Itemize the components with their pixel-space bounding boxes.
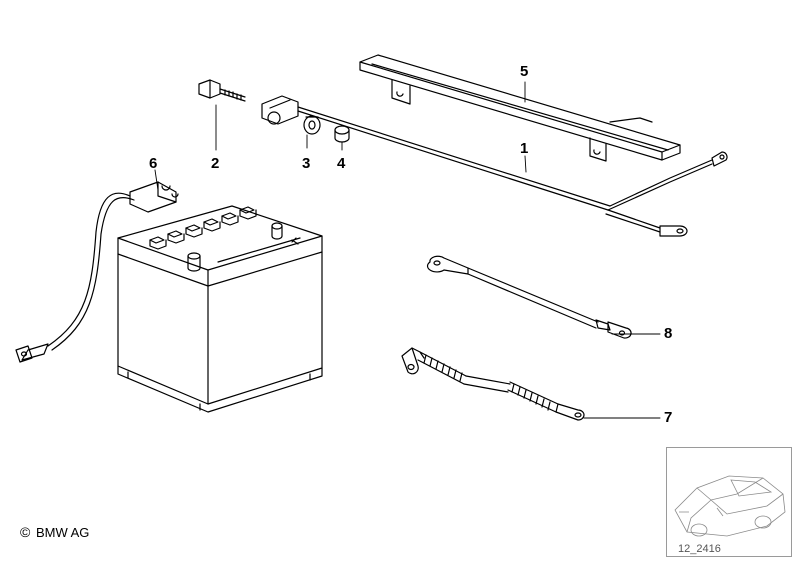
bushing [304,116,320,134]
braided-strap-7 [402,348,584,420]
battery-ground-cable [16,182,178,362]
callout-3: 3 [302,155,311,172]
diagram-id: 12_2416 [678,543,721,555]
vehicle-thumbnail [666,447,792,557]
bolt [199,80,245,101]
callout-5: 5 [520,63,529,80]
copyright-symbol: © [20,524,31,540]
copyright-text: BMW AG [35,525,90,540]
cable-harness [298,107,727,236]
sleeve [335,126,349,142]
clamp-terminal [262,96,298,124]
strap-cable-8 [428,256,632,338]
car-outline-icon [667,448,791,556]
mounting-rail [360,55,680,161]
callout-8: 8 [664,325,673,342]
battery [118,206,322,412]
callout-1: 1 [520,140,529,157]
copyright-notice: © BMW AG [20,524,89,540]
callout-2: 2 [211,155,220,172]
callout-4: 4 [337,155,346,172]
callout-7: 7 [664,409,673,426]
leader-lines [155,82,660,418]
callout-6: 6 [149,155,158,172]
